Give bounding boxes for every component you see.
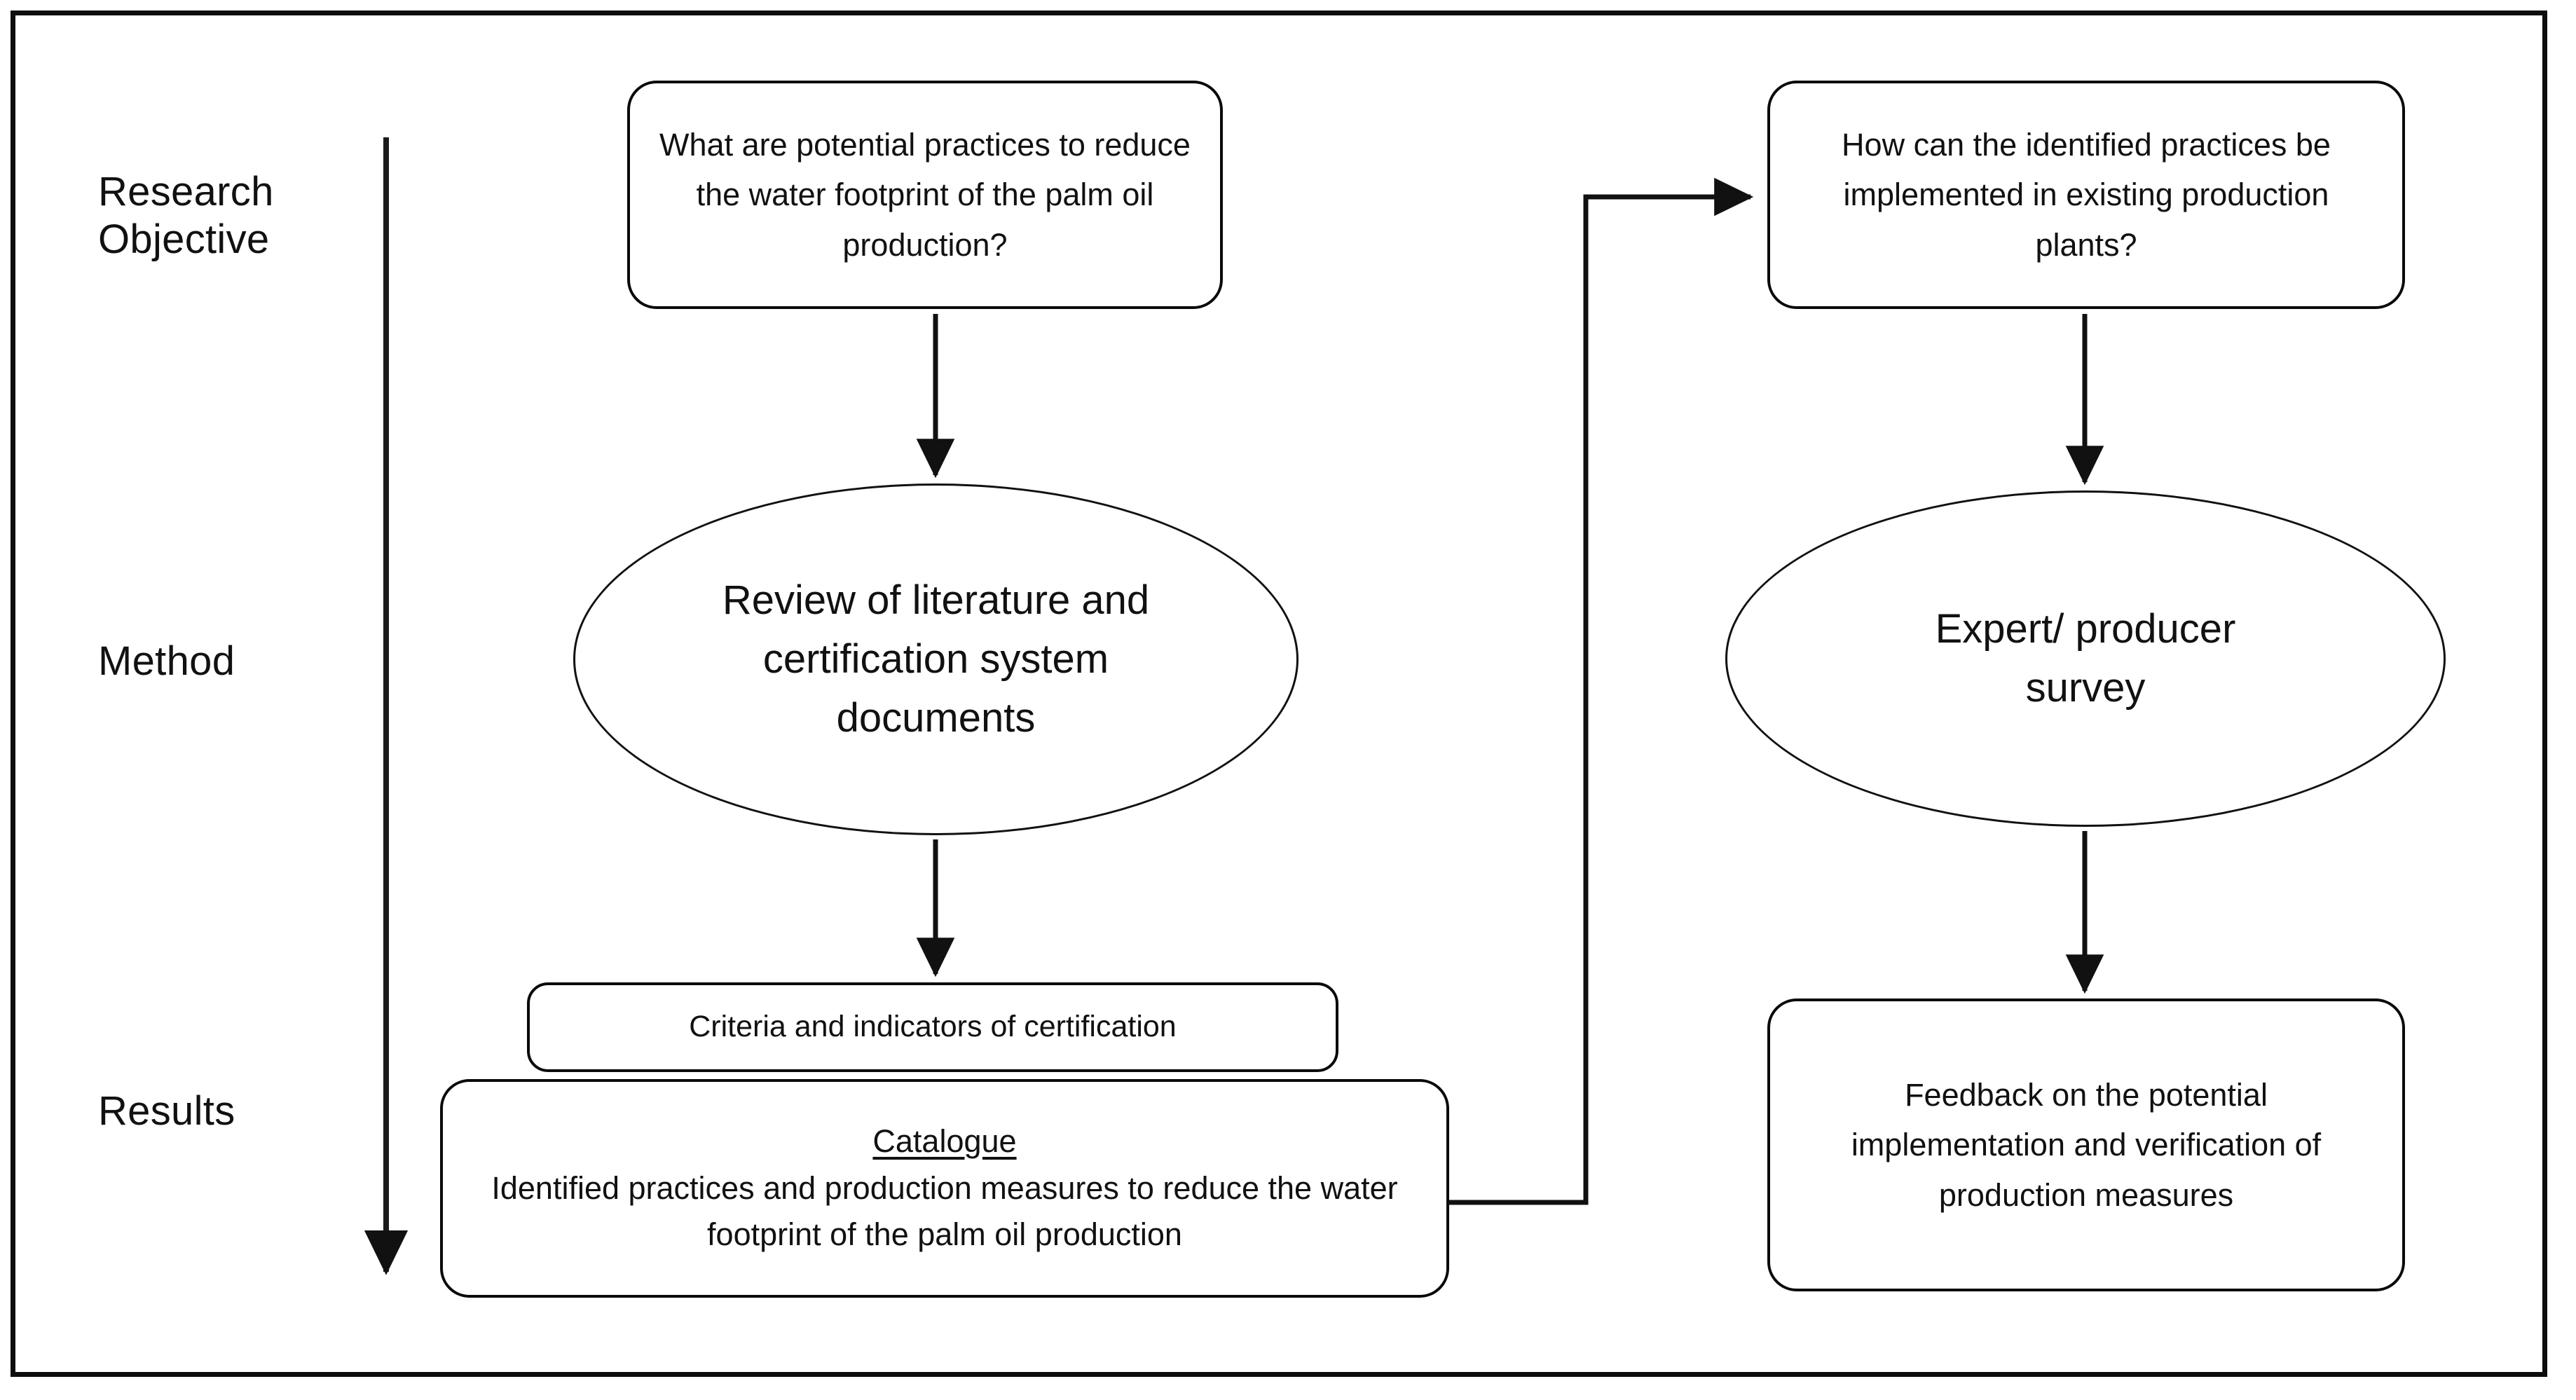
node-result-criteria[interactable]: Criteria and indicators of certification xyxy=(527,982,1338,1072)
node-result-feedback-label: Feedback on the potential implementation… xyxy=(1851,1077,2322,1213)
stage-label-results: Results xyxy=(98,1088,235,1134)
node-method-literature-review[interactable]: Review of literature and certification s… xyxy=(573,483,1299,835)
node-research-question-1[interactable]: What are potential practices to reduce t… xyxy=(627,81,1223,309)
node-result-feedback[interactable]: Feedback on the potential implementation… xyxy=(1767,998,2405,1291)
node-result-criteria-label: Criteria and indicators of certification xyxy=(689,1010,1177,1044)
node-method-literature-review-label: Review of literature and certification s… xyxy=(722,577,1150,741)
node-research-question-2[interactable]: How can the identified practices be impl… xyxy=(1767,81,2405,309)
stage-label-method: Method xyxy=(98,638,235,684)
edge-catalogue-to-rq2 xyxy=(1449,177,1754,1205)
node-research-question-2-label: How can the identified practices be impl… xyxy=(1842,127,2331,263)
node-method-survey[interactable]: Expert/ producer survey xyxy=(1725,490,2446,827)
node-result-catalogue[interactable]: Catalogue Identified practices and produ… xyxy=(440,1079,1449,1298)
node-method-survey-label: Expert/ producer survey xyxy=(1935,605,2236,711)
stage-label-research-objective: Research Objective xyxy=(98,169,274,263)
node-result-catalogue-label: Identified practices and production meas… xyxy=(491,1169,1398,1253)
node-result-catalogue-title: Catalogue xyxy=(872,1123,1017,1160)
node-research-question-1-label: What are potential practices to reduce t… xyxy=(659,127,1191,263)
